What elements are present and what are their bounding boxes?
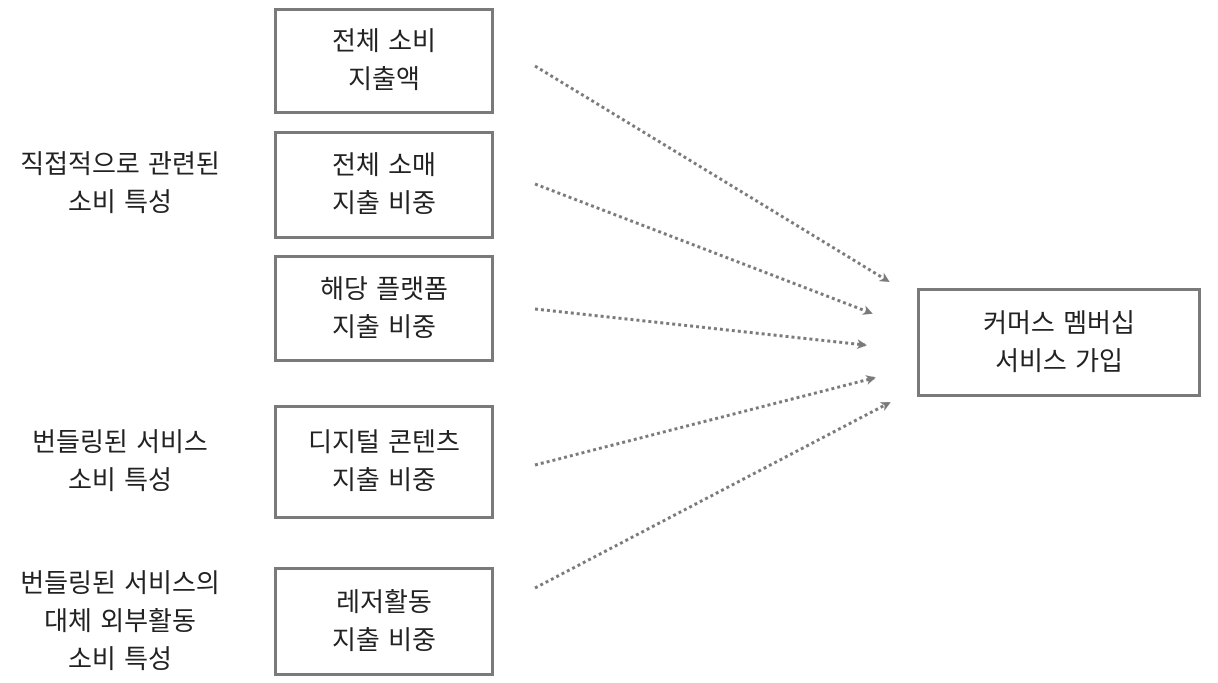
outcome-membership-subscription: 커머스 멤버십 서비스 가입 — [917, 288, 1201, 397]
factor-retail-share: 전체 소매 지출 비중 — [274, 131, 494, 239]
box-line: 지출 비중 — [332, 466, 436, 496]
label-line: 직접적으로 관련된 — [20, 150, 220, 180]
factor-platform-share: 해당 플랫폼 지출 비중 — [274, 255, 494, 362]
box-line: 디지털 콘텐츠 — [308, 428, 460, 458]
factor-leisure-share: 레저활동 지출 비중 — [274, 567, 494, 676]
arrow-1 — [534, 64, 890, 283]
box-line: 지출 비중 — [332, 625, 436, 656]
arrow-3 — [534, 307, 867, 350]
label-line: 번들링된 서비스 — [32, 428, 208, 458]
label-line: 소비 특성 — [68, 466, 172, 496]
box-line: 전체 소비 — [332, 27, 436, 57]
box-line: 커머스 멤버십 — [983, 308, 1135, 339]
box-line: 전체 소매 — [332, 151, 436, 181]
box-line: 서비스 가입 — [995, 346, 1123, 377]
group-label-bundled: 번들링된 서비스 소비 특성 — [0, 424, 250, 500]
label-line: 소비 특성 — [68, 188, 172, 218]
group-label-direct: 직접적으로 관련된 소비 특성 — [0, 146, 250, 222]
factor-total-consumption: 전체 소비 지출액 — [274, 8, 494, 114]
box-line: 레저활동 — [336, 587, 432, 618]
label-line: 번들링된 서비스의 — [20, 569, 220, 599]
factor-digital-content-share: 디지털 콘텐츠 지출 비중 — [274, 405, 494, 519]
box-line: 지출 비중 — [332, 189, 436, 219]
box-line: 지출액 — [348, 65, 420, 95]
arrow-5 — [534, 401, 891, 590]
box-line: 지출 비중 — [332, 312, 436, 343]
box-line: 해당 플랫폼 — [320, 274, 448, 305]
label-line: 소비 특성 — [68, 645, 172, 675]
label-line: 대체 외부활동 — [44, 607, 196, 637]
group-label-alternative: 번들링된 서비스의 대체 외부활동 소비 특성 — [0, 565, 250, 679]
arrow-4 — [534, 375, 876, 467]
arrow-2 — [534, 182, 873, 315]
